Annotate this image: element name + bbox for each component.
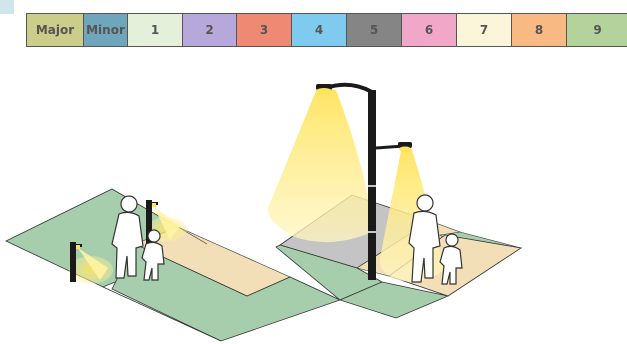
lamp-bracket-secondary	[375, 142, 412, 152]
tab-2[interactable]: 2	[183, 14, 237, 46]
corner-tab	[0, 0, 14, 14]
tab-7[interactable]: 7	[457, 14, 512, 46]
light-fan-bollard-2	[154, 207, 180, 240]
tab-9[interactable]: 9	[567, 14, 627, 46]
pedestrian-silhouettes-right	[408, 194, 463, 285]
tab-8[interactable]: 8	[512, 14, 567, 46]
bollard-1	[70, 242, 82, 282]
pedestrian-silhouettes-left	[111, 195, 165, 281]
bollard-2	[146, 200, 158, 246]
bollard-path-scene	[5, 188, 342, 342]
tab-minor[interactable]: Minor	[84, 14, 128, 46]
light-cone-main	[267, 86, 372, 243]
light-fan-bollard-1	[78, 248, 108, 280]
tab-5[interactable]: 5	[347, 14, 402, 46]
tab-1[interactable]: 1	[128, 14, 183, 46]
street-light-scene	[267, 82, 523, 319]
tab-major[interactable]: Major	[27, 14, 84, 46]
lamp-column-main	[316, 82, 376, 280]
tab-4[interactable]: 4	[292, 14, 347, 46]
tab-3[interactable]: 3	[237, 14, 292, 46]
grass-foreground	[338, 281, 450, 319]
tab-6[interactable]: 6	[402, 14, 457, 46]
